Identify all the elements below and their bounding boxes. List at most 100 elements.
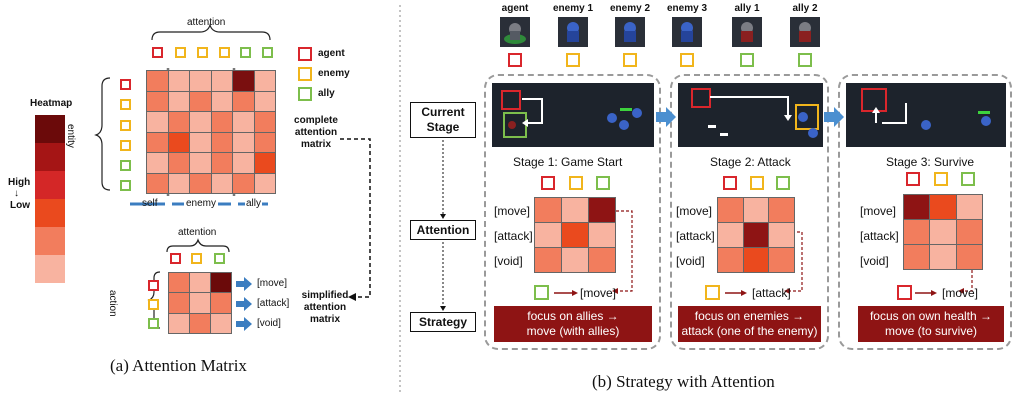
stage-3-strategy: focus on own health → move (to survive) (858, 306, 1004, 342)
void-row-label: [void] (257, 318, 281, 329)
ally-marker (596, 176, 610, 190)
simplified-label-line: attention (303, 302, 347, 313)
matrix-cell (904, 245, 930, 269)
matrix-cell (718, 223, 743, 247)
matrix-cell (233, 112, 254, 132)
enemy-marker (680, 53, 694, 67)
strategy-line: attack (one of the enemy) (681, 324, 818, 338)
attack-row-label: [attack] (494, 229, 533, 243)
attack-row-label: [attack] (676, 229, 715, 243)
move-row-label: [move] (860, 204, 897, 218)
matrix-cell (743, 223, 769, 247)
stage-2-title: Stage 2: Attack (710, 155, 791, 169)
enemy-portrait (672, 17, 702, 47)
attack-row-label: [attack] (257, 298, 290, 309)
matrix-cell (743, 248, 769, 272)
matrix-cell (211, 273, 231, 293)
down-arrow-icon: ↓ (14, 188, 19, 199)
simplified-matrix-label: simplified attention matrix (297, 290, 353, 326)
matrix-cell (254, 173, 275, 193)
stage-2-strategy: focus on enemies → attack (one of the en… (678, 306, 821, 342)
simplified-label-line: simplified (301, 290, 349, 301)
matrix-cell (190, 293, 210, 313)
matrix-cell (956, 245, 982, 269)
stage-1-scene (492, 83, 654, 147)
matrix-cell (147, 112, 168, 132)
agent-marker (541, 176, 555, 190)
attention-side-label: Attention (410, 220, 476, 240)
enemy-col-marker (175, 47, 186, 58)
ally-row-marker (120, 160, 131, 171)
ally-marker (798, 53, 812, 67)
simplified-attention-matrix (168, 272, 232, 334)
matrix-cell (190, 132, 211, 152)
matrix-cell (168, 153, 189, 173)
ally-col-marker (240, 47, 251, 58)
stage-1-title: Stage 1: Game Start (513, 155, 623, 169)
attention-bottom-label: attention (178, 227, 217, 238)
ally-marker (776, 176, 790, 190)
heat-swatch (35, 115, 65, 143)
matrix-cell (211, 313, 231, 333)
ally-legend-swatch (298, 87, 312, 101)
enemy-legend-label: enemy (318, 68, 350, 79)
stage-2-scene (678, 83, 823, 147)
stage-3-title: Stage 3: Survive (886, 155, 975, 169)
matrix-cell (254, 71, 275, 91)
matrix-cell (211, 71, 232, 91)
matrix-cell (589, 248, 615, 272)
matrix-cell (233, 91, 254, 111)
current-stage-line: Stage (426, 120, 460, 134)
matrix-cell (190, 91, 211, 111)
enemy-row-marker (148, 299, 159, 310)
matrix-cell (743, 198, 769, 222)
matrix-cell (535, 223, 561, 247)
ally-marker (740, 53, 754, 67)
matrix-cell (190, 313, 210, 333)
agent-legend-swatch (298, 47, 312, 61)
unit-label: agent (501, 3, 529, 14)
matrix-cell (147, 132, 168, 152)
matrix-cell (190, 71, 211, 91)
matrix-cell (254, 132, 275, 152)
matrix-cell (233, 132, 254, 152)
simplified-label-line: matrix (309, 314, 340, 325)
matrix-cell (147, 71, 168, 91)
enemy-marker (750, 176, 764, 190)
enemy-group-label: enemy (184, 198, 219, 209)
heat-swatch (35, 199, 65, 227)
ally-group-label: ally (245, 198, 263, 209)
enemy-row-marker (120, 99, 131, 110)
matrix-cell (562, 223, 588, 247)
ally-portrait (732, 17, 762, 47)
strategy-line: move (to survive) (884, 324, 978, 338)
enemy-marker (569, 176, 583, 190)
matrix-cell (956, 220, 982, 244)
strategy-line: move (with allies) (526, 324, 620, 338)
attack-row-label: [attack] (860, 229, 899, 243)
matrix-cell (956, 195, 982, 219)
matrix-cell (718, 248, 743, 272)
stage-1-strategy: focus on allies → move (with allies) (494, 306, 652, 342)
complete-label-line: attention (294, 127, 338, 138)
matrix-cell (211, 132, 232, 152)
caption-a: (a) Attention Matrix (110, 356, 247, 375)
matrix-cell (211, 91, 232, 111)
move-row-label: [move] (257, 278, 288, 289)
heatmap-scale (35, 115, 65, 283)
unit-label: enemy 3 (666, 3, 708, 14)
heat-swatch (35, 227, 65, 255)
low-label: Low (10, 200, 30, 211)
stage-1-box (484, 74, 661, 350)
stage-1-result: [move] (580, 286, 617, 300)
matrix-cell (169, 313, 189, 333)
agent-legend-label: agent (318, 48, 345, 59)
heat-swatch (35, 143, 65, 171)
ally-focus-marker (534, 285, 549, 300)
unit-label: enemy 1 (552, 3, 594, 14)
high-label: High (8, 177, 31, 188)
matrix-cell (930, 195, 956, 219)
matrix-cell (930, 245, 956, 269)
matrix-cell (930, 220, 956, 244)
